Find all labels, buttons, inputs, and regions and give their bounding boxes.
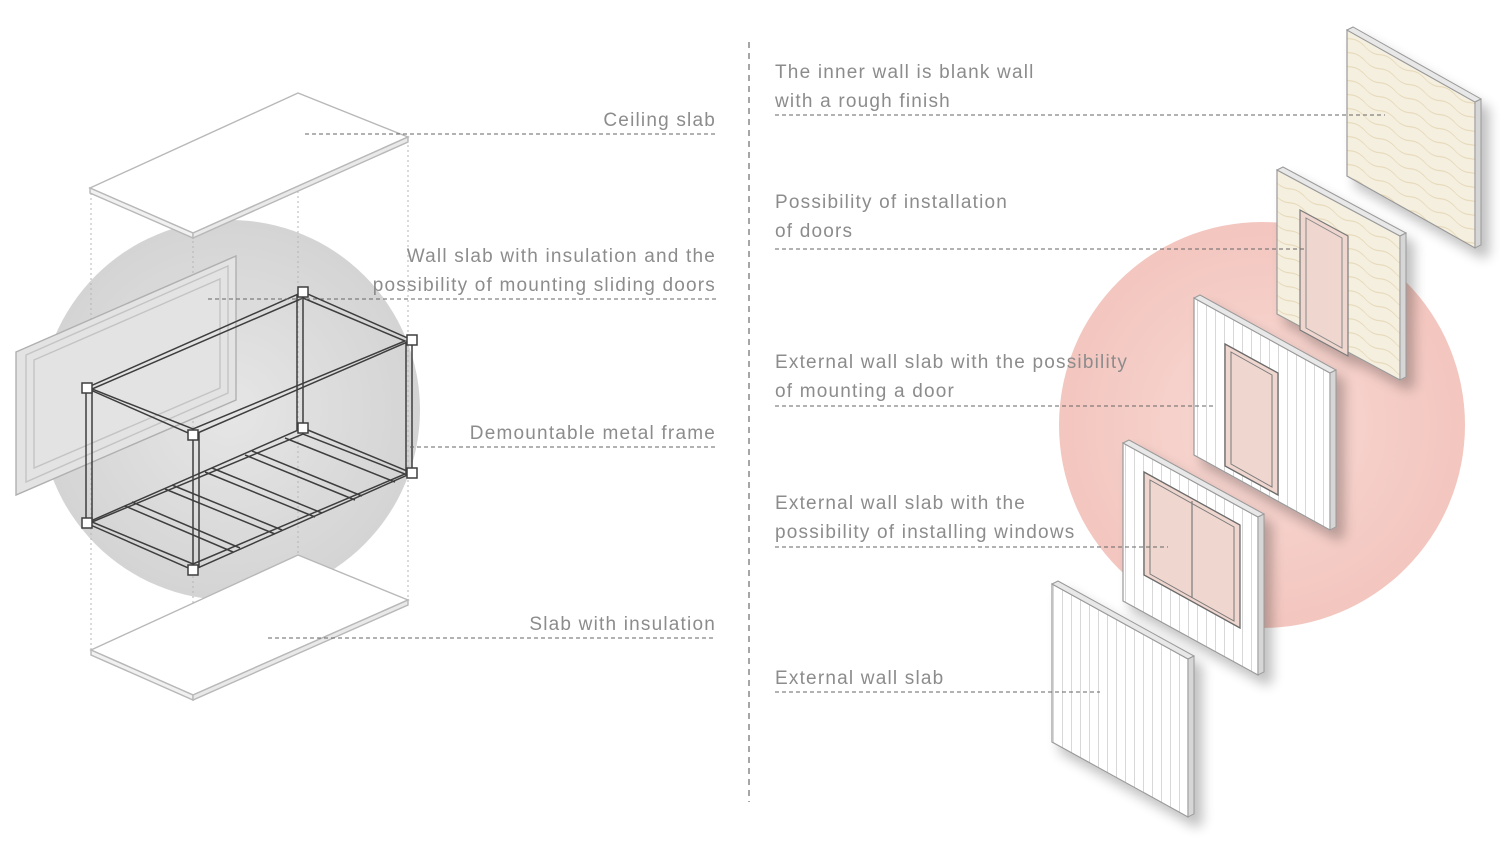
- metal-frame: [81, 286, 418, 576]
- label-metal-frame: Demountable metal frame: [470, 419, 716, 448]
- label-inner-wall: The inner wall is blank wall with a roug…: [775, 58, 1035, 116]
- left-leader-lines: [208, 133, 716, 639]
- wall-slab-insulation: [15, 254, 237, 497]
- label-ceiling-slab: Ceiling slab: [603, 106, 716, 135]
- external-windows-panel: [1121, 439, 1266, 677]
- left-assembly: [15, 92, 410, 702]
- label-line: Ceiling slab: [603, 110, 716, 131]
- label-line: with a rough finish: [775, 91, 951, 112]
- label-line: possibility of mounting sliding doors: [372, 275, 716, 296]
- label-line: Demountable metal frame: [469, 423, 716, 444]
- label-external-windows: External wall slab with the possibility …: [775, 489, 1075, 547]
- label-doors: Possibility of installation of doors: [775, 188, 1008, 246]
- label-line: External wall slab with the possibility: [775, 352, 1129, 373]
- label-line: of mounting a door: [775, 381, 956, 402]
- label-line: of doors: [775, 221, 854, 242]
- label-slab-insulation: Slab with insulation: [529, 610, 716, 639]
- label-wall-slab-insulation: Wall slab with insulation and the possib…: [373, 242, 716, 300]
- external-door-panel: [1192, 294, 1338, 532]
- label-line: The inner wall is blank wall: [775, 62, 1035, 83]
- label-line: Possibility of installation: [775, 192, 1009, 213]
- label-external-door: External wall slab with the possibility …: [775, 348, 1128, 406]
- label-line: Wall slab with insulation and the: [406, 246, 716, 267]
- label-line: Slab with insulation: [529, 614, 716, 635]
- label-external-wall: External wall slab: [775, 664, 944, 693]
- external-wall-panel: [1050, 580, 1196, 819]
- label-line: External wall slab with the: [775, 493, 1027, 514]
- doors-panel: [1275, 166, 1408, 382]
- label-line: possibility of installing windows: [775, 522, 1076, 543]
- inner-wall-panel: [1345, 26, 1483, 250]
- label-line: External wall slab: [775, 668, 945, 689]
- right-leader-lines: [775, 114, 1385, 693]
